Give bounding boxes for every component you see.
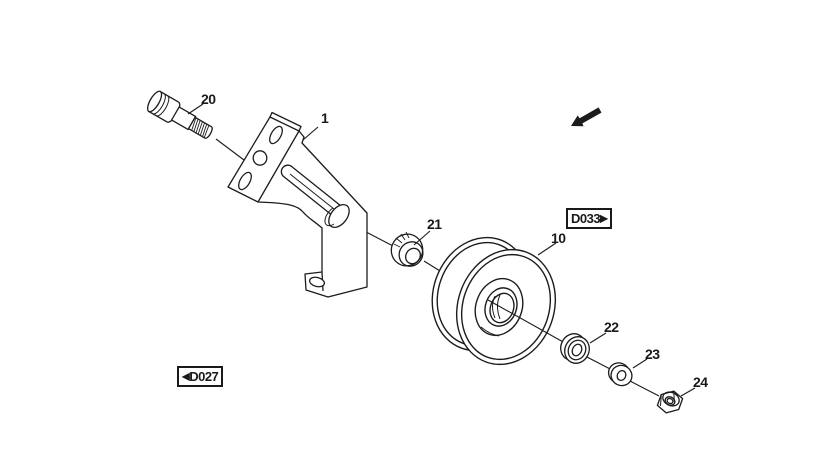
washer-22-illustration [560,333,590,364]
center-line-through-pulley [487,299,566,344]
pulley-illustration [431,236,557,366]
callout-10: 10 [551,230,566,246]
callout-21: 21 [427,216,442,232]
nut-illustration [656,390,684,414]
direction-arrow-icon [571,107,602,127]
bearing-illustration [390,231,424,267]
callout-20: 20 [201,91,216,107]
triangle-right-icon: ▶ [600,213,608,224]
ref-tag-label: D033 [571,211,601,226]
callout-22: 22 [604,319,619,335]
bolt-illustration [147,90,213,139]
ref-tag-d027-back[interactable]: ◀D027 [177,366,224,387]
callout-1: 1 [321,110,329,126]
callout-24: 24 [693,374,708,390]
callout-23: 23 [645,346,660,362]
washer-23-illustration [607,362,633,387]
triangle-left-icon: ◀ [182,371,190,382]
ref-tag-label: D027 [189,369,219,384]
leader-lines [187,103,696,397]
ref-tag-d033-forward[interactable]: D033▶ [566,208,613,229]
bracket-illustration [227,111,368,298]
